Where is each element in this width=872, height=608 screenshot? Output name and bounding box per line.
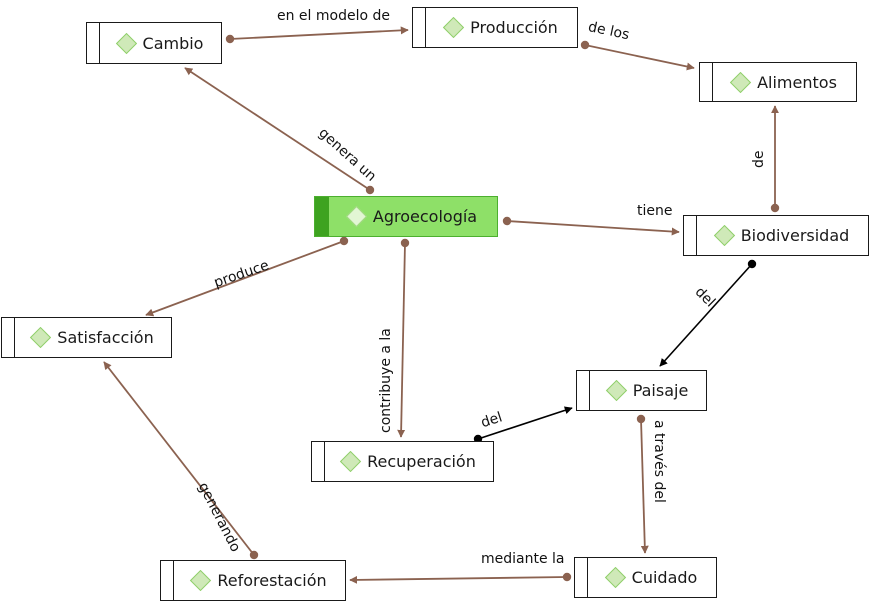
- edge-de-los: [584, 44, 695, 71]
- link-label-de: de: [751, 150, 767, 169]
- edge-mediante-la: [349, 575, 568, 584]
- edge-contribuye-a-la-start-dot: [400, 238, 410, 248]
- edge-de-start-dot: [770, 203, 780, 213]
- concept-cambio[interactable]: Cambio: [86, 22, 222, 64]
- concept-reforestacion[interactable]: Reforestación: [160, 560, 346, 601]
- diamond-icon: [729, 71, 752, 93]
- node-bar: [14, 318, 15, 357]
- concept-label: Agroecología: [372, 207, 478, 226]
- concept-paisaje[interactable]: Paisaje: [576, 370, 707, 411]
- edge-del-recuperacion: [477, 406, 573, 440]
- node-bar: [173, 561, 174, 600]
- node-bar: [425, 8, 426, 47]
- concept-cuidado[interactable]: Cuidado: [574, 557, 717, 598]
- concept-label: Producción: [470, 18, 558, 37]
- node-bar: [589, 371, 590, 410]
- concept-produccion[interactable]: Producción: [412, 7, 578, 48]
- concept-label: Recuperación: [367, 452, 476, 471]
- edge-a-traves-del-start-dot: [636, 414, 646, 424]
- diamond-icon: [190, 569, 212, 592]
- concept-alimentos[interactable]: Alimentos: [699, 62, 857, 102]
- edge-en-el-modelo-de-start-dot: [225, 34, 235, 44]
- concept-label: Reforestación: [217, 571, 327, 590]
- edge-generando: [103, 361, 255, 556]
- diamond-icon: [345, 205, 368, 228]
- concept-label: Satisfacción: [57, 328, 154, 347]
- edge-mediante-la-start-dot: [562, 572, 572, 582]
- concept-label: Alimentos: [757, 72, 837, 92]
- node-bar: [712, 63, 713, 101]
- link-label-en-el-modelo-de: en el modelo de: [277, 8, 390, 24]
- edge-produce-start-dot: [339, 236, 349, 246]
- diamond-icon: [604, 566, 626, 589]
- concept-label: Biodiversidad: [740, 226, 850, 245]
- concept-agroecologia[interactable]: Agroecología: [314, 196, 498, 237]
- diamond-icon: [443, 16, 465, 39]
- node-bar: [99, 23, 100, 63]
- concept-satisfaccion[interactable]: Satisfacción: [1, 317, 172, 358]
- edge-a-traves-del: [640, 418, 649, 554]
- node-bar: [696, 216, 697, 255]
- link-label-contribuye-a-la: contribuye a la: [378, 328, 394, 433]
- edge-genera-un: [184, 67, 371, 191]
- node-bar: [587, 558, 588, 597]
- edge-genera-un-start-dot: [365, 185, 375, 195]
- diamond-icon: [340, 450, 362, 473]
- edge-generando-start-dot: [249, 550, 259, 560]
- edge-en-el-modelo-de: [229, 26, 409, 40]
- link-label-tiene: tiene: [637, 203, 673, 219]
- concept-label: Paisaje: [632, 381, 689, 400]
- edge-contribuye-a-la: [397, 242, 406, 438]
- edge-del-biodiversidad-start-dot: [747, 259, 757, 269]
- diamond-icon: [713, 224, 735, 247]
- link-label-mediante-la: mediante la: [481, 551, 565, 567]
- edge-tiene: [506, 220, 680, 236]
- diamond-icon: [30, 326, 52, 349]
- diamond-icon: [115, 32, 137, 54]
- edge-del-biodiversidad: [659, 263, 753, 367]
- edge-produce: [145, 240, 345, 317]
- node-bar: [324, 442, 325, 481]
- concept-label: Cuidado: [631, 568, 698, 587]
- edge-de-los-start-dot: [580, 40, 590, 50]
- link-label-a-traves-del: a través del: [651, 420, 667, 503]
- concept-biodiversidad[interactable]: Biodiversidad: [683, 215, 869, 256]
- edge-tiene-start-dot: [502, 216, 512, 226]
- node-bar: [315, 197, 329, 236]
- diamond-icon: [605, 379, 627, 402]
- concept-label: Cambio: [142, 33, 204, 53]
- concept-recuperacion[interactable]: Recuperación: [311, 441, 494, 482]
